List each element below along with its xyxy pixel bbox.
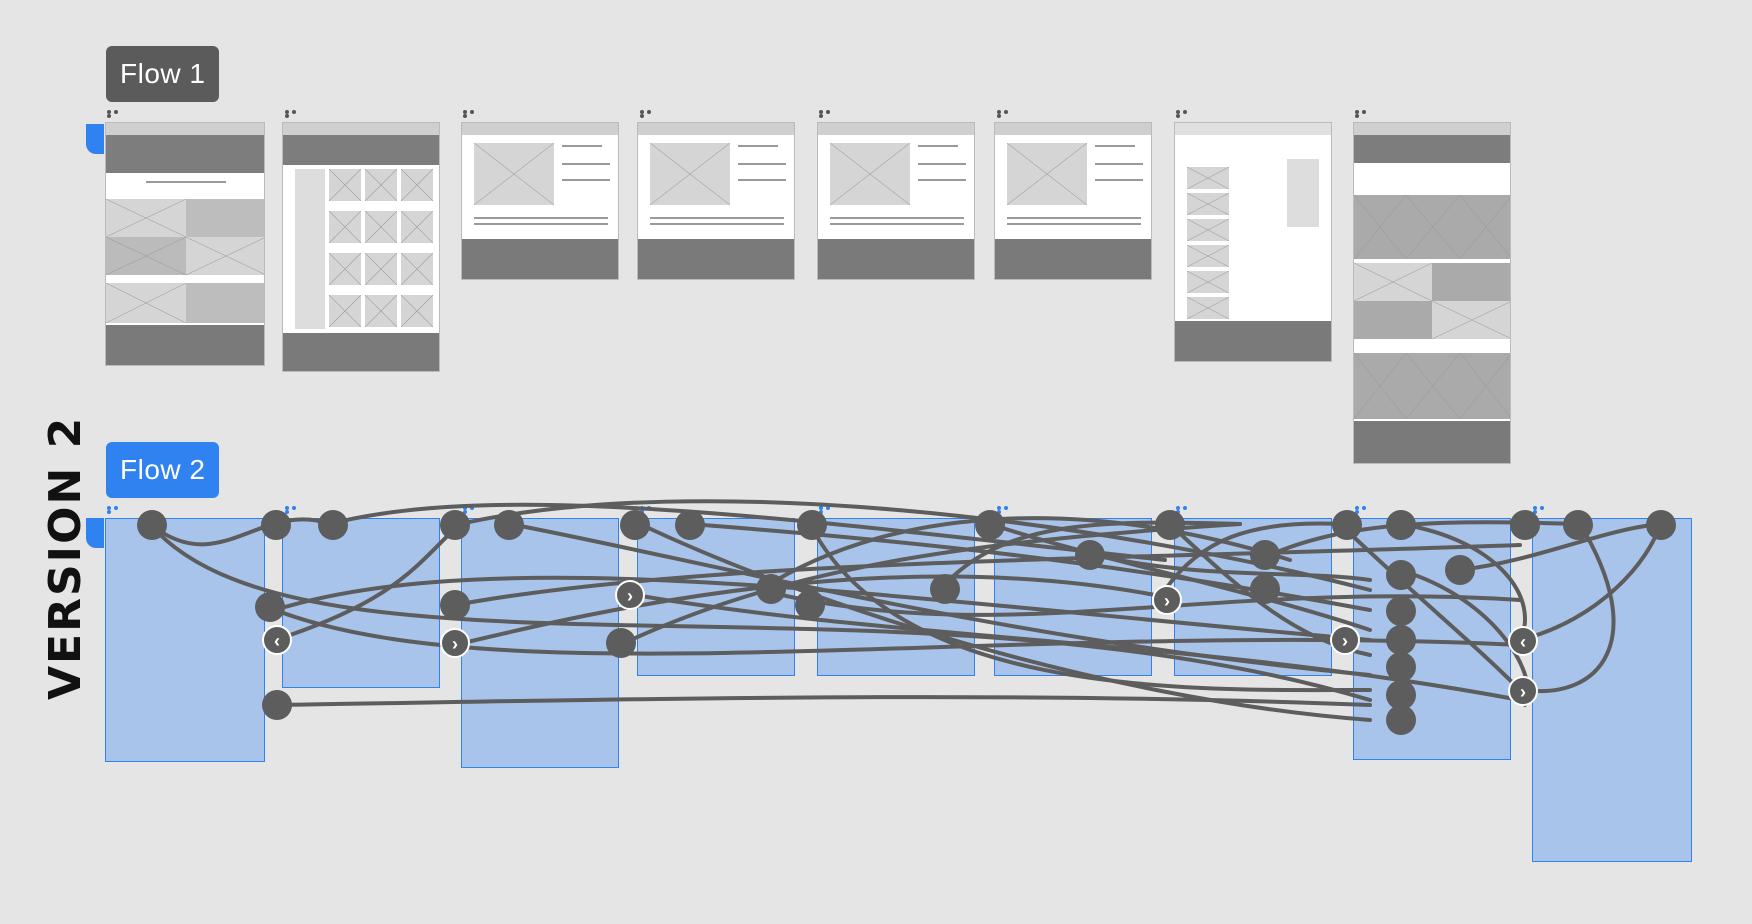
connector-icon[interactable]: [975, 510, 1005, 540]
frame-17-menu-icon[interactable]: [1533, 506, 1553, 514]
frame-3-menu-icon[interactable]: [463, 110, 483, 118]
flow-1-label[interactable]: Flow 1: [106, 46, 220, 102]
connector-icon[interactable]: [1332, 510, 1362, 540]
connector-icon[interactable]: [1075, 540, 1105, 570]
connector-icon[interactable]: [1386, 705, 1416, 735]
connector-icon[interactable]: [1510, 510, 1540, 540]
frame-product-2[interactable]: [637, 122, 795, 280]
connector-icon[interactable]: [675, 510, 705, 540]
frame-cart[interactable]: [1174, 122, 1332, 362]
frame-9-menu-icon[interactable]: [107, 506, 127, 514]
connector-icon[interactable]: [1250, 574, 1280, 604]
connector-icon[interactable]: [930, 574, 960, 604]
connector-icon[interactable]: [261, 510, 291, 540]
connector-icon[interactable]: [1646, 510, 1676, 540]
chevron-left-icon[interactable]: ‹: [262, 625, 292, 655]
chevron-right-icon[interactable]: ›: [440, 628, 470, 658]
flow-2-label[interactable]: Flow 2: [106, 442, 220, 498]
connector-icon[interactable]: [1445, 555, 1475, 585]
frame-home[interactable]: [105, 122, 265, 366]
connector-icon[interactable]: [440, 590, 470, 620]
connector-icon[interactable]: [606, 628, 636, 658]
connector-icon[interactable]: [137, 510, 167, 540]
frame-6-menu-icon[interactable]: [997, 110, 1017, 118]
frame-2-menu-icon[interactable]: [285, 110, 305, 118]
connector-icon[interactable]: [1155, 510, 1185, 540]
frame-product-3[interactable]: [817, 122, 975, 280]
connector-icon[interactable]: [797, 510, 827, 540]
chevron-right-icon[interactable]: ›: [1330, 625, 1360, 655]
chevron-right-icon[interactable]: ›: [1508, 676, 1538, 706]
connector-icon[interactable]: [795, 590, 825, 620]
frame-7-menu-icon[interactable]: [1176, 110, 1196, 118]
connector-icon[interactable]: [1386, 596, 1416, 626]
connector-icon[interactable]: [262, 690, 292, 720]
connector-icon[interactable]: [318, 510, 348, 540]
frame-8-menu-icon[interactable]: [1355, 110, 1375, 118]
chevron-right-icon[interactable]: ›: [1152, 585, 1182, 615]
connector-icon[interactable]: [1386, 560, 1416, 590]
connector-icon[interactable]: [1250, 540, 1280, 570]
connector-icon[interactable]: [1386, 625, 1416, 655]
frame-catalog[interactable]: [282, 122, 440, 372]
flow-2-frame-home[interactable]: [105, 518, 265, 762]
flow-1-start-flag[interactable]: [86, 124, 104, 154]
frame-about[interactable]: [1353, 122, 1511, 464]
connector-icon[interactable]: [255, 592, 285, 622]
chevron-right-icon[interactable]: ›: [615, 580, 645, 610]
frame-1-menu-icon[interactable]: [107, 110, 127, 118]
frame-5-menu-icon[interactable]: [819, 110, 839, 118]
frame-product-1[interactable]: [461, 122, 619, 280]
connector-icon[interactable]: [1386, 652, 1416, 682]
frame-10-menu-icon[interactable]: [285, 506, 305, 514]
connector-icon[interactable]: [1563, 510, 1593, 540]
connector-icon[interactable]: [756, 574, 786, 604]
frame-4-menu-icon[interactable]: [640, 110, 660, 118]
frame-16-menu-icon[interactable]: [1355, 506, 1375, 514]
chevron-left-icon[interactable]: ‹: [1508, 626, 1538, 656]
flow-2-start-flag[interactable]: [86, 518, 104, 548]
frame-product-4[interactable]: [994, 122, 1152, 280]
connector-icon[interactable]: [1386, 510, 1416, 540]
connector-icon[interactable]: [620, 510, 650, 540]
connector-icon[interactable]: [440, 510, 470, 540]
flow-2-frame-catalog[interactable]: [461, 518, 619, 768]
connector-icon[interactable]: [494, 510, 524, 540]
